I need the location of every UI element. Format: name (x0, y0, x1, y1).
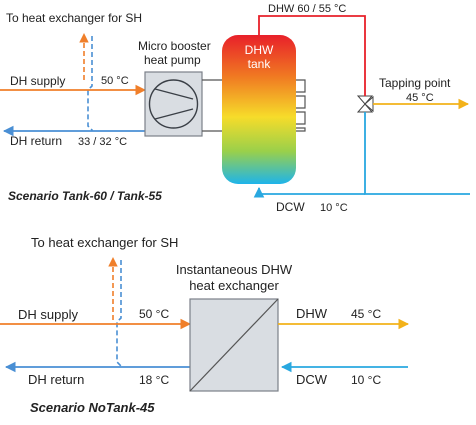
dcw-temp: 10 °C (320, 202, 348, 214)
tank-label-1: DHW (245, 43, 274, 57)
sh-return-branch-2 (116, 260, 122, 367)
booster-label-1: Micro booster (138, 39, 211, 53)
dcw-label: DCW (276, 200, 305, 214)
to-sh-hx-label: To heat exchanger for SH (6, 11, 142, 25)
tapping-temp: 45 °C (406, 92, 434, 104)
tank-label-2: tank (248, 57, 272, 71)
mixing-valve-icon (356, 88, 374, 113)
dcw-to-valve-line (364, 112, 470, 195)
caption-tank: Scenario Tank-60 / Tank-55 (8, 189, 162, 203)
booster-label-2: heat pump (144, 53, 201, 67)
tapping-label: Tapping point (379, 76, 451, 90)
hx-label-2: heat exchanger (189, 278, 279, 293)
dh-supply-temp-2: 50 °C (139, 307, 169, 321)
compressor-line-top (154, 88, 194, 100)
hx-label-1: Instantaneous DHW (176, 262, 293, 277)
to-sh-hx-label-2: To heat exchanger for SH (31, 235, 178, 250)
dcw-temp-2: 10 °C (351, 373, 381, 387)
caption-notank: Scenario NoTank-45 (30, 400, 155, 415)
dh-supply-label-2: DH supply (18, 307, 78, 322)
dcw-to-tank-line (253, 186, 365, 198)
dhw-tank (222, 35, 296, 184)
dh-return-temp: 33 / 32 °C (78, 136, 127, 148)
dhw-label-2: DHW (296, 306, 328, 321)
booster-heat-pump-box (144, 71, 203, 137)
dcw-label-2: DCW (296, 372, 328, 387)
sh-return-branch (87, 36, 93, 131)
compressor-circle-icon (148, 79, 199, 129)
compressor-line-bottom (154, 108, 194, 120)
dhw-hot-line (258, 15, 366, 88)
dhw-temp-2: 45 °C (351, 307, 381, 321)
dhw-temp-label: DHW 60 / 55 °C (268, 3, 346, 15)
scenario-notank: To heat exchanger for SH DH supply 50 °C… (0, 235, 410, 415)
dh-supply-temp: 50 °C (101, 75, 129, 87)
hx-diagonal (189, 298, 279, 392)
dh-return-label-2: DH return (28, 372, 84, 387)
dh-return-temp-2: 18 °C (139, 373, 169, 387)
dh-return-label: DH return (10, 134, 62, 148)
scenario-tank: To heat exchanger for SH DH supply 50 °C… (0, 3, 470, 214)
dh-supply-label: DH supply (10, 74, 65, 88)
